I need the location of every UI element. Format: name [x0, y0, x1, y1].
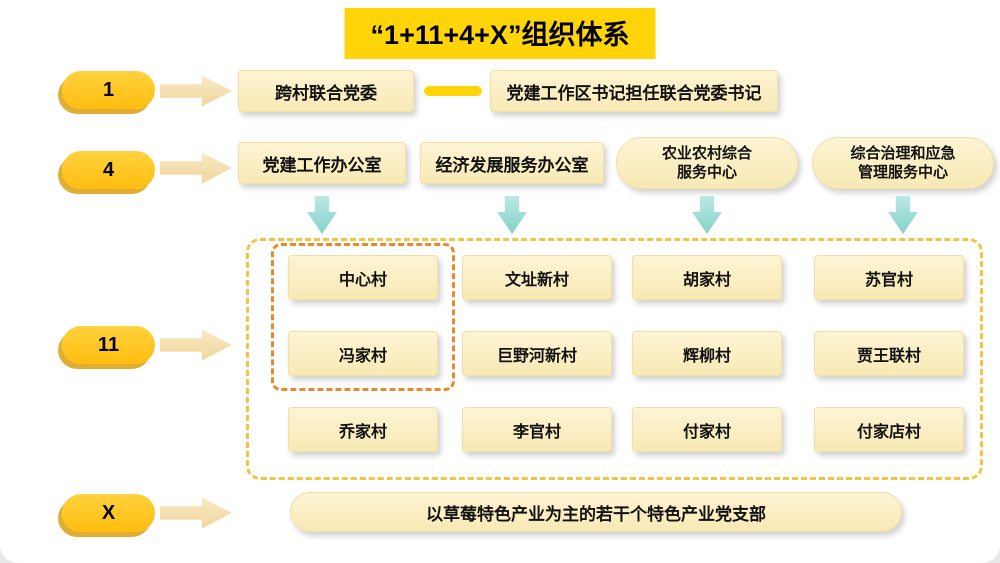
arrow-down-icon — [888, 196, 918, 234]
office-box-party-building: 党建工作办公室 — [238, 142, 406, 184]
arrow-right-icon — [160, 329, 232, 361]
villages-dashed-container — [246, 238, 983, 480]
village-box: 胡家村 — [632, 255, 782, 300]
village-box: 辉柳村 — [632, 331, 782, 376]
village-box: 巨野河新村 — [462, 331, 612, 376]
badge-x: X — [62, 494, 155, 532]
village-box: 苏官村 — [814, 255, 964, 300]
industry-branches-pill: 以草莓特色产业为主的若干个特色产业党支部 — [290, 492, 902, 532]
arrow-down-icon — [692, 196, 722, 234]
village-box: 付家村 — [632, 407, 782, 452]
connector-line — [424, 86, 482, 96]
arrow-down-icon — [497, 196, 527, 234]
village-box: 文址新村 — [462, 255, 612, 300]
village-box: 李官村 — [462, 407, 612, 452]
office-pill-agriculture-center: 农业农村综合 服务中心 — [616, 137, 798, 189]
office-pill-governance-center: 综合治理和应急 管理服务中心 — [812, 137, 994, 189]
arrow-right-icon — [160, 152, 232, 184]
arrow-down-icon — [307, 196, 337, 234]
village-box: 中心村 — [288, 255, 438, 300]
arrow-right-icon — [160, 497, 232, 529]
village-box: 冯家村 — [288, 331, 438, 376]
badge-1: 1 — [62, 71, 155, 109]
page-title: “1+11+4+X”组织体系 — [344, 8, 656, 59]
village-box: 乔家村 — [288, 407, 438, 452]
village-box: 贾王联村 — [814, 331, 964, 376]
arrow-right-icon — [160, 75, 232, 107]
badge-4: 4 — [62, 151, 155, 189]
box-cross-village-committee: 跨村联合党委 — [238, 70, 414, 112]
village-box: 付家店村 — [814, 407, 964, 452]
core-villages-dashed-outline — [271, 243, 455, 391]
office-box-economic-development: 经济发展服务办公室 — [420, 142, 604, 184]
badge-11: 11 — [62, 326, 155, 364]
box-joint-committee-secretary: 党建工作区书记担任联合党委书记 — [490, 70, 778, 112]
